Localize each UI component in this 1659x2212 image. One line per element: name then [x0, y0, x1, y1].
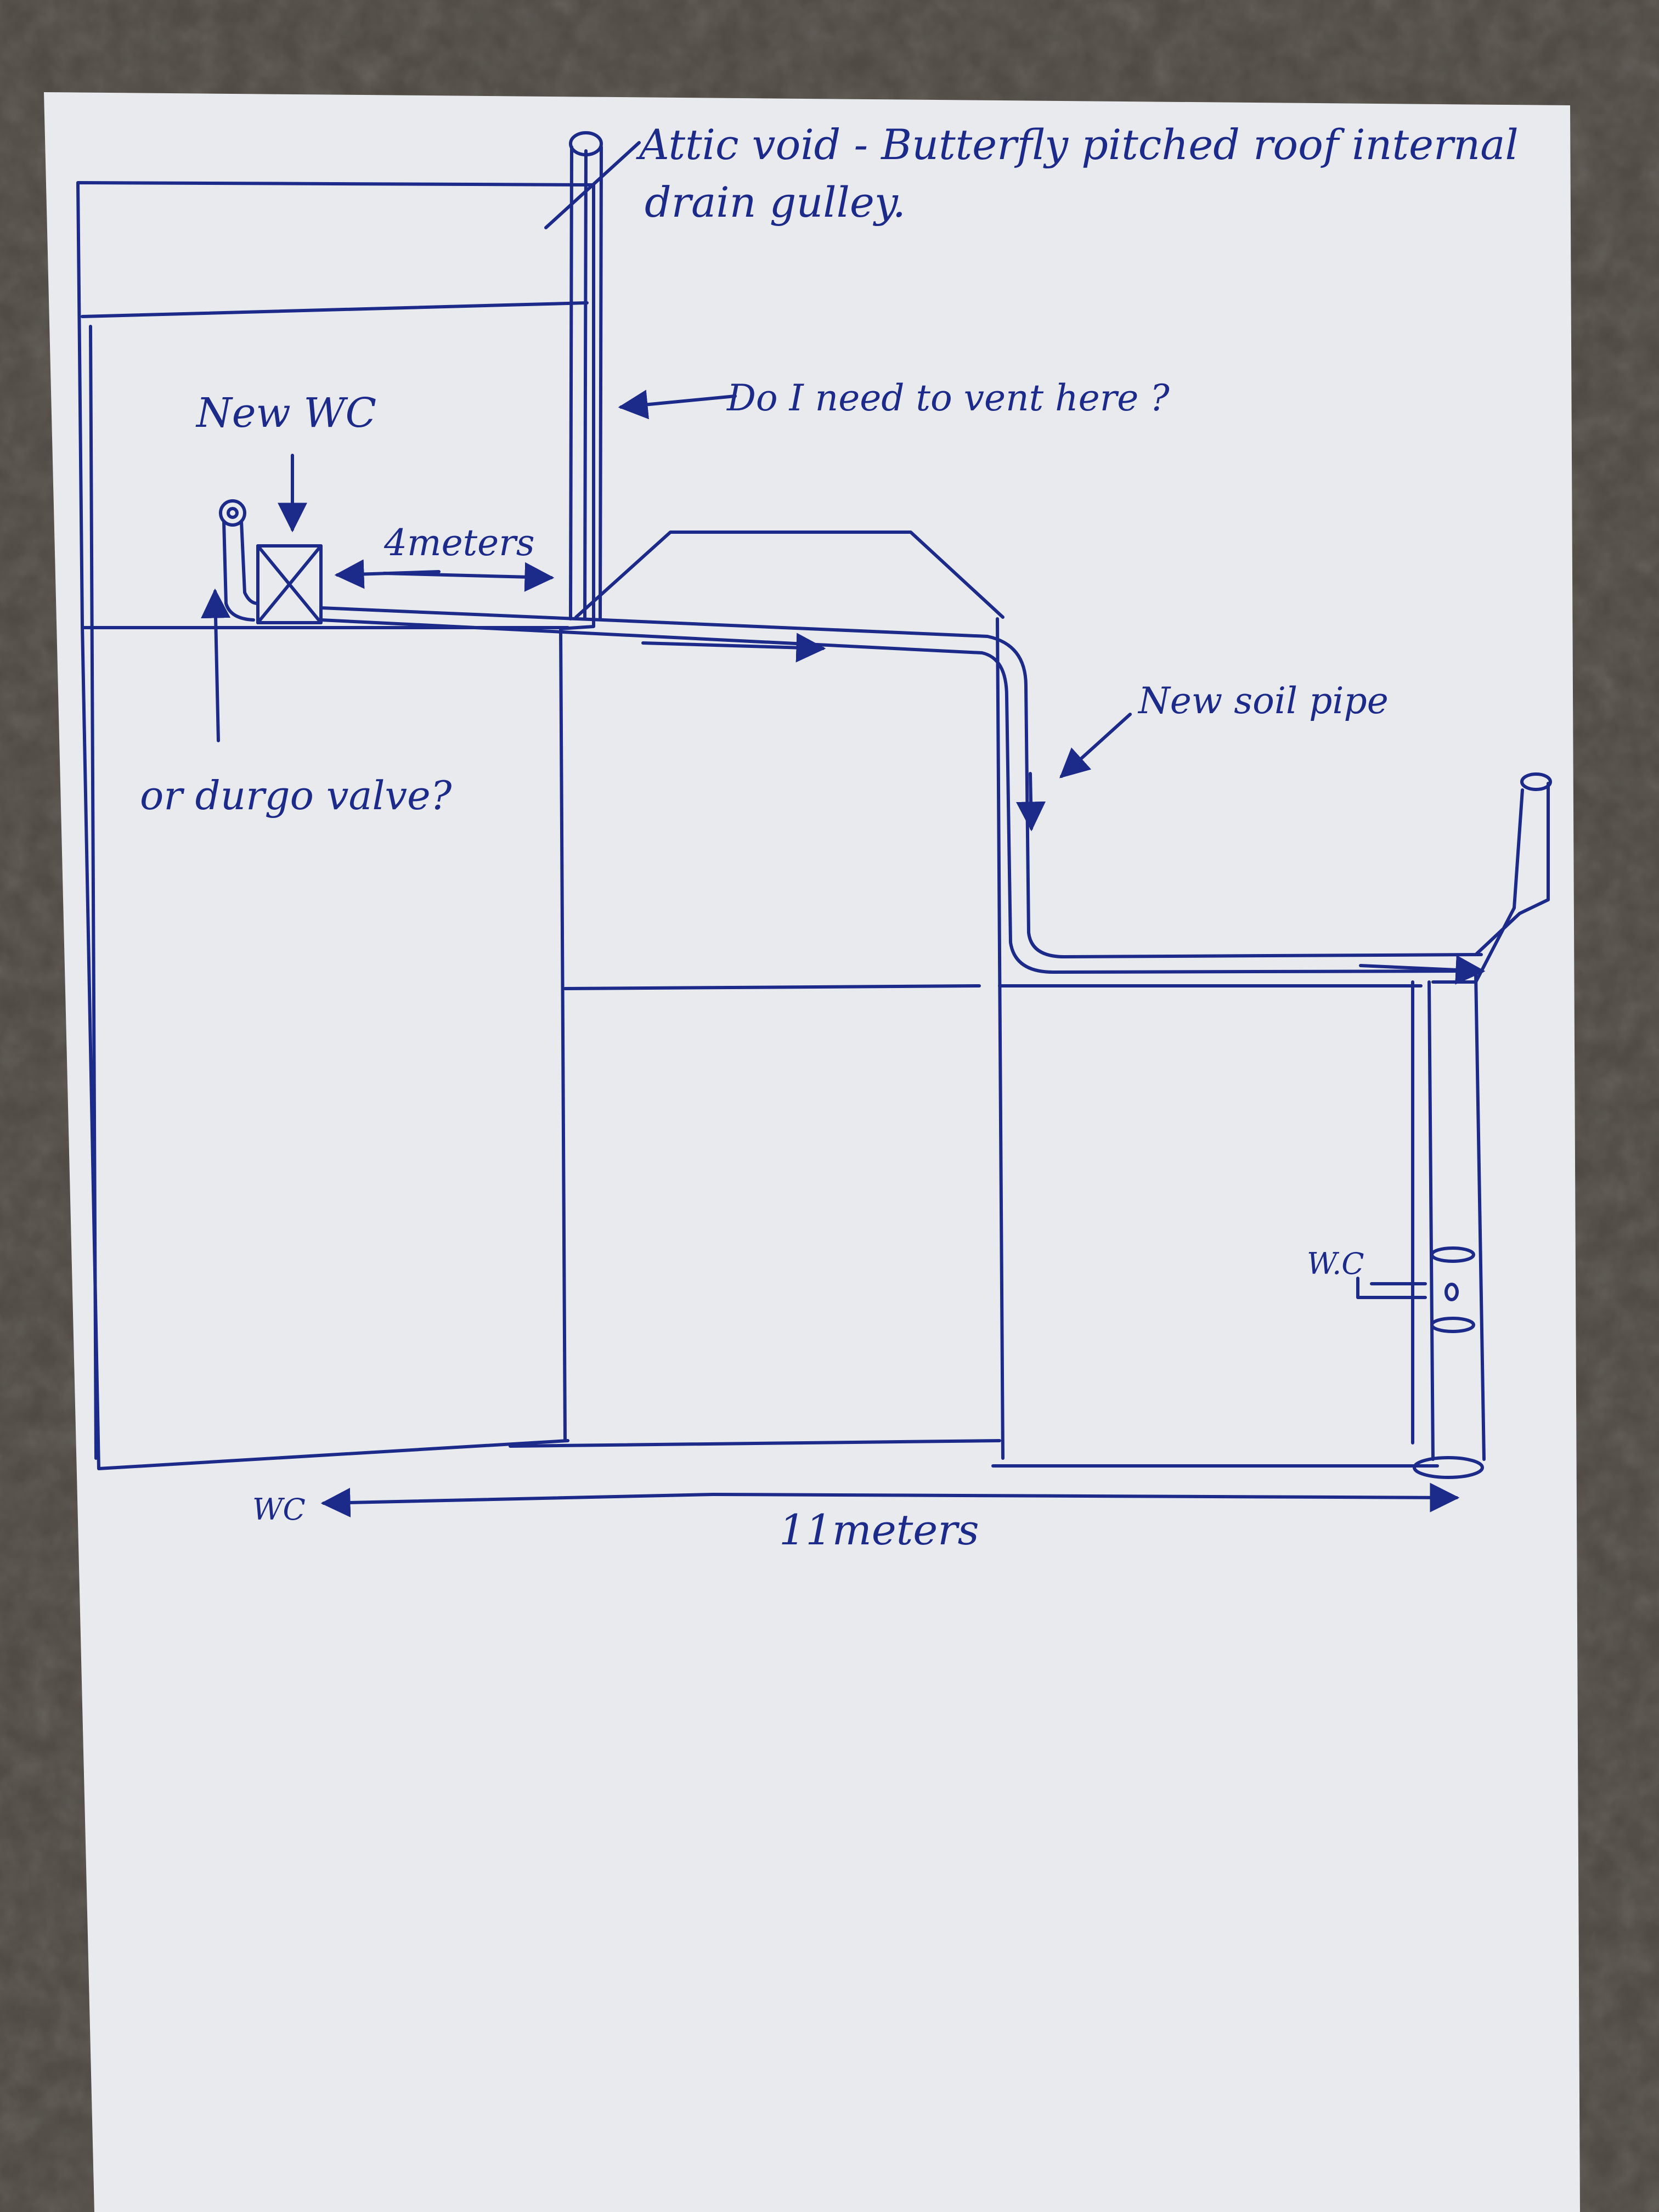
air-valve-top [219, 499, 246, 527]
wc-left-label: WC [252, 1492, 306, 1527]
soil-flow-arrow-1 [641, 633, 826, 663]
roof-bump [574, 531, 1005, 619]
vent-stack-left [569, 145, 573, 620]
soil-pipe-note-arrow [1059, 713, 1132, 778]
sketch-lines [76, 131, 1552, 1517]
middle-floor-line [563, 984, 981, 990]
vent-question-arrow [618, 390, 737, 420]
existing-stack-left [1411, 980, 1435, 1461]
vent-stack-center [583, 149, 588, 620]
new-soil-pipe-label: New soil pipe [1137, 680, 1389, 722]
stack-top-cap [1520, 772, 1552, 791]
eleven-meters-label: 11meters [779, 1505, 979, 1554]
four-meters-arrow-right [382, 562, 555, 592]
existing-wc-pointer [1356, 1277, 1427, 1299]
vent-stack-cap [569, 131, 603, 156]
left-building-outline [76, 181, 595, 1470]
eleven-meters-arrow-right [712, 1482, 1460, 1513]
existing-wc-connection-top [1430, 1246, 1475, 1263]
attic-note-line1: Attic void - Butterfly pitched roof inte… [636, 120, 1519, 169]
vent-stack-right [599, 145, 603, 620]
vent-question-label: Do I need to vent here ? [726, 377, 1170, 419]
existing-wc-connection-bottom [1430, 1317, 1475, 1333]
attic-note-leader [544, 141, 641, 229]
paper-sheet [44, 92, 1580, 2212]
new-wc-label: New WC [195, 390, 376, 437]
durgo-valve-arrow [201, 588, 231, 742]
stack-bottom-cap [1413, 1456, 1484, 1479]
existing-wc-label: W.C [1307, 1246, 1364, 1281]
soil-flow-arrow-3 [1359, 955, 1486, 985]
new-wc-box-cross [256, 544, 323, 624]
middle-bottom-line [509, 1439, 1001, 1448]
handwritten-notes: Attic void - Butterfly pitched roof inte… [140, 120, 1519, 1554]
soil-pipe-upper [319, 606, 1483, 958]
middle-wall-left [559, 627, 567, 1442]
four-meters-label: 4meters [383, 522, 535, 564]
eleven-meters-arrow-left [320, 1487, 715, 1517]
soil-flow-arrow-2 [1016, 772, 1046, 832]
upper-floor-inner-line [89, 325, 98, 1460]
stack-branch [1474, 782, 1550, 984]
attic-floor-line [81, 301, 589, 318]
existing-wc-connection-hole [1444, 1283, 1459, 1301]
right-wall [996, 617, 1005, 1460]
new-wc-box [256, 544, 323, 624]
air-valve-top-inner [227, 507, 239, 519]
durgo-valve-label: or durgo valve? [140, 772, 452, 819]
soil-pipe-lower [319, 618, 1477, 974]
attic-note-line2: drain gulley. [645, 178, 906, 227]
